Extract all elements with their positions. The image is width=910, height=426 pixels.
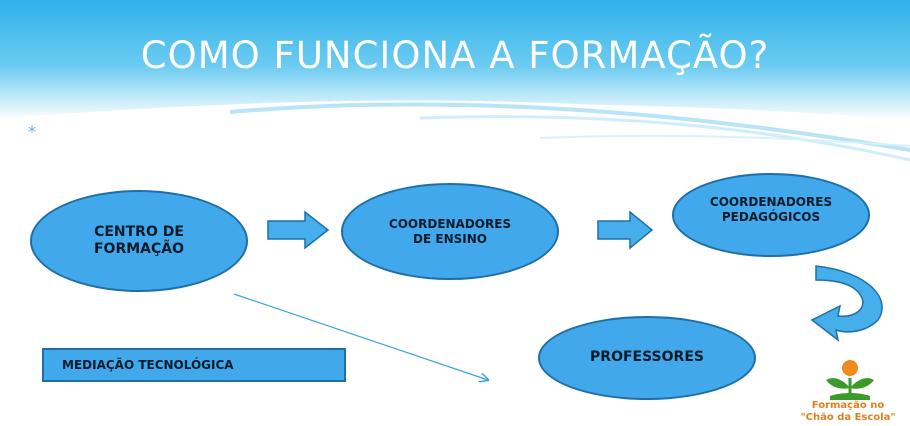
node-professores-label: PROFESSORES [590,349,704,366]
mediacao-tecnologica-box: MEDIAÇÃO TECNOLÓGICA [42,348,346,382]
logo-text-line1: Formação no [811,400,885,411]
node-ensino-line2: DE ENSINO [413,231,487,246]
arrow-pedagogicos-to-professores [810,265,883,342]
arrow-mediacao-to-professores [233,293,488,380]
node-centro-line1: CENTRO DE [94,223,184,240]
arrow-ensino-to-pedagogicos [597,210,654,250]
arrow-centro-to-ensino [267,210,330,250]
node-ensino-line1: COORDENADORES [388,216,512,231]
logo-formacao-no-chao-da-escola: Formação no "Chão da Escola" [786,358,910,426]
node-centro-de-formacao: CENTRO DE FORMAÇÃO [30,190,248,292]
node-centro-line2: FORMAÇÃO [93,241,185,257]
node-pedagogicos-line1: COORDENADORES [709,195,833,209]
page-title: COMO FUNCIONA A FORMAÇÃO? [140,34,770,77]
node-coordenadores-pedagogicos: COORDENADORES PEDAGÓGICOS [672,173,870,257]
header-wave-line-3 [539,134,910,147]
header-banner [0,0,910,170]
node-professores: PROFESSORES [538,316,756,400]
bullet-marker: * [28,122,36,141]
logo-plant-icon [826,360,874,400]
header-background [0,0,910,120]
header-wave-line [229,102,910,152]
logo-text-line2: "Chão da Escola" [800,412,896,423]
node-coordenadores-de-ensino: COORDENADORES DE ENSINO [341,183,559,280]
node-pedagogicos-line2: PEDAGÓGICOS [721,210,821,224]
header-wave-line-2 [419,115,910,162]
mediacao-label: MEDIAÇÃO TECNOLÓGICA [62,358,234,372]
